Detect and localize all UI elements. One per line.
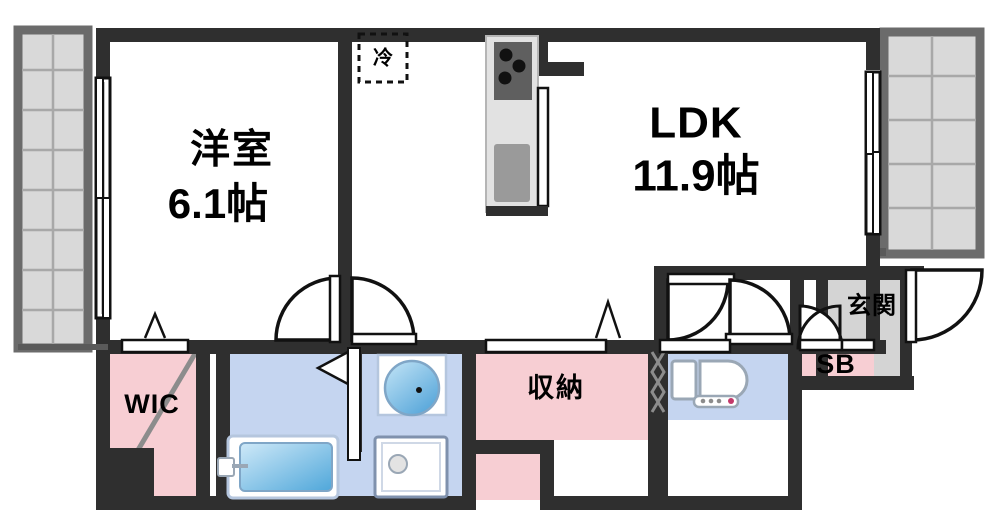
stove-burner [512, 59, 526, 73]
room-fill-storage [470, 348, 648, 500]
label-storage: 収納 [527, 372, 585, 403]
kitchen-side-opening [486, 86, 550, 216]
label-ldk-name: LDK [649, 99, 742, 148]
door-shoebox[interactable] [796, 304, 876, 352]
wic-hanging-rod [135, 350, 199, 452]
bathtub [217, 434, 340, 500]
ldk-bottom-opening [658, 338, 732, 354]
label-genkan: 玄関 [847, 291, 897, 319]
folding-door-toilet[interactable] [650, 351, 666, 413]
closet-door-wic[interactable] [120, 310, 190, 354]
toilet [670, 359, 749, 409]
window-left-sliding[interactable] [94, 76, 112, 320]
label-shoebox: SB [816, 349, 856, 379]
washing-machine [373, 435, 449, 499]
balcony-left [13, 25, 93, 353]
label-bedroom-name: 洋室 [190, 128, 274, 172]
label-ldk-size: 11.9帖 [632, 152, 759, 201]
label-wic: WIC [124, 389, 179, 419]
label-bedroom-size: 6.1帖 [168, 180, 268, 227]
door-bedroom[interactable] [274, 274, 342, 344]
door-hall-ldk[interactable] [724, 278, 794, 346]
closet-door-storage[interactable] [484, 298, 622, 354]
stove-burner [499, 48, 513, 62]
stove-top [494, 42, 532, 100]
wall-trim [18, 248, 886, 350]
washbasin [376, 353, 448, 417]
door-entrance[interactable] [904, 268, 984, 344]
refrigerator-label: 冷 [373, 45, 393, 69]
refrigerator-marker: 冷 [357, 32, 409, 84]
kitchen-sink [494, 144, 530, 202]
balcony-right [879, 27, 985, 259]
stove-burner [498, 71, 512, 85]
window-right-sliding[interactable] [864, 70, 882, 236]
door-washroom-inner[interactable] [315, 347, 361, 461]
kitchen-counter [485, 35, 539, 213]
door-hall-bath[interactable] [350, 276, 418, 346]
